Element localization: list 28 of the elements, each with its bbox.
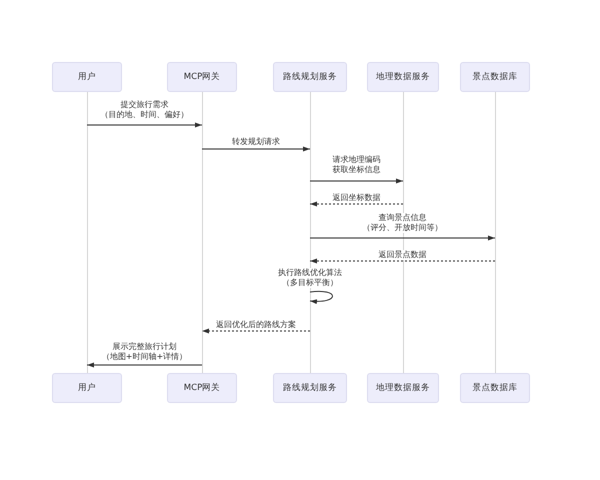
edge-label: 返回景点数据 (376, 250, 428, 260)
participant-box: 地理数据服务 (367, 373, 439, 403)
participant-box: MCP网关 (167, 62, 237, 92)
message-arrow (202, 328, 310, 334)
self-message-arrow (310, 290, 333, 304)
edge-label: 执行路线优化算法（多目标平衡） (276, 268, 344, 288)
participant-box: 景点数据库 (460, 62, 530, 92)
participant-box: 用户 (52, 373, 122, 403)
lifeline (86, 92, 88, 373)
participant-box: MCP网关 (167, 373, 237, 403)
participant-box: 路线规划服务 (273, 373, 347, 403)
lifeline (402, 92, 404, 373)
message-arrow (310, 202, 404, 206)
message-arrow (310, 178, 404, 184)
participant-box: 路线规划服务 (273, 62, 347, 92)
edge-label: 转发规划请求 (230, 137, 282, 147)
message-arrow (310, 236, 496, 240)
participant-box: 景点数据库 (460, 373, 530, 403)
edge-label: 返回坐标数据 (330, 193, 382, 203)
message-arrow (86, 122, 202, 128)
message-arrow (202, 146, 310, 152)
message-arrow (310, 258, 496, 264)
lifeline (494, 92, 496, 373)
participant-box: 用户 (52, 62, 122, 92)
edge-label: 请求地理编码获取坐标信息 (330, 155, 382, 175)
message-arrow (86, 362, 202, 368)
participant-box: 地理数据服务 (367, 62, 439, 92)
edge-label: 返回优化后的路线方案 (214, 320, 298, 330)
